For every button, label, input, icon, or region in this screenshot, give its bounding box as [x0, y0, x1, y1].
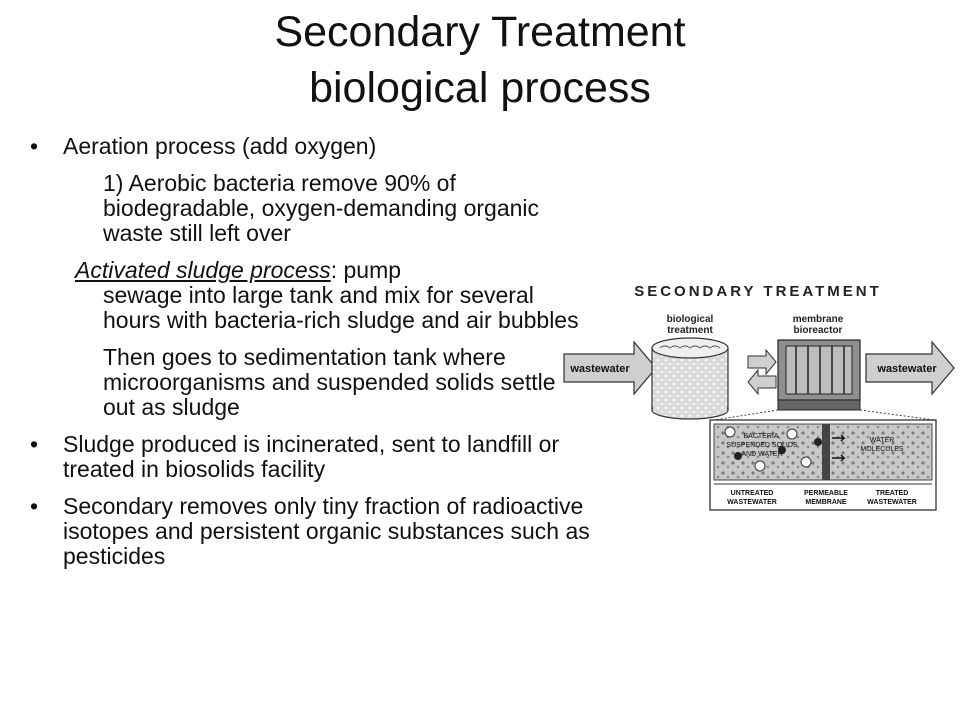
bullet-sludge-text: Sludge produced is incinerated, sent to … [63, 431, 560, 482]
bio-label-1: biological [667, 314, 714, 325]
membrane-bioreactor [777, 339, 861, 411]
bullet-dot: • [30, 493, 39, 519]
slide-body: • Aeration process (add oxygen) 1) Aerob… [30, 134, 590, 581]
diagram-heading: SECONDARY TREATMENT [634, 283, 882, 300]
return-arrow [747, 368, 777, 396]
mem-label-1: membrane [793, 314, 844, 325]
bacteria-label-2: SUSPENDED SOLIDS [726, 442, 798, 449]
water-label-1: WATER [870, 437, 895, 444]
water-label-2: MOLECULES [860, 446, 904, 453]
sub-aerobic: 1) Aerobic bacteria remove 90% of biodeg… [103, 170, 540, 246]
bullet-secondary-text: Secondary removes only tiny fraction of … [63, 493, 590, 569]
permeable-label-2: MEMBRANE [805, 499, 847, 506]
bullet-aeration-text: Aeration process (add oxygen) [63, 133, 377, 159]
sub-sedimentation: Then goes to sedimentation tank where mi… [103, 344, 556, 420]
biological-treatment-tank [651, 337, 729, 420]
treated-label-1: TREATED [876, 490, 909, 497]
bullet-dot: • [30, 431, 39, 457]
bio-label-2: treatment [667, 325, 713, 336]
mem-label-2: bioreactor [794, 325, 843, 336]
bacteria-label-3: AND WATER [741, 451, 782, 458]
title-line-1: Secondary Treatment [274, 8, 686, 56]
bullet-dot: • [30, 133, 39, 159]
bacteria-label-1: BACTERIA, [744, 433, 781, 440]
activated-sludge-term: Activated sludge process [75, 257, 331, 283]
inflow-label: wastewater [569, 363, 630, 375]
title-line-2: biological process [309, 64, 651, 112]
slide-title: Secondary Treatment biological process [0, 4, 960, 116]
permeable-label-1: PERMEABLE [804, 490, 848, 497]
untreated-label-1: UNTREATED [731, 490, 774, 497]
bullet-secondary: • Secondary removes only tiny fraction o… [30, 494, 590, 569]
bullet-sludge: • Sludge produced is incinerated, sent t… [30, 432, 590, 482]
membrane-detail-panel: BACTERIA, SUSPENDED SOLIDS AND WATER WAT… [709, 419, 937, 511]
sub-activated-sludge: Activated sludge process: pump sewage in… [30, 258, 590, 333]
outflow-arrow [865, 340, 955, 396]
treated-label-2: WASTEWATER [867, 499, 917, 506]
activated-sludge-text: sewage into large tank and mix for sever… [103, 282, 579, 333]
activated-sludge-colon: : pump [330, 257, 402, 283]
bullet-aeration: • Aeration process (add oxygen) [30, 134, 590, 159]
outflow-label: wastewater [876, 363, 937, 375]
secondary-treatment-diagram: SECONDARY TREATMENT biological treatment… [563, 283, 955, 511]
forward-arrow [747, 348, 777, 376]
inflow-arrow [563, 340, 657, 396]
untreated-label-2: WASTEWATER [727, 499, 777, 506]
